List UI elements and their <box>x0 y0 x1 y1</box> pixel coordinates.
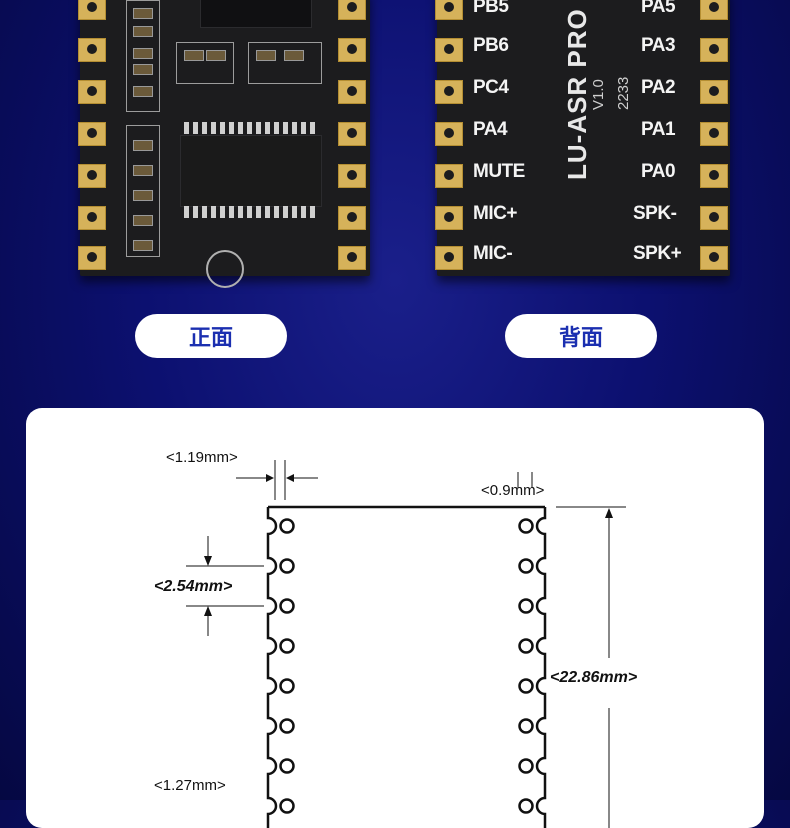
component-outline <box>126 125 160 257</box>
pad <box>78 38 106 62</box>
pad <box>338 164 366 188</box>
pad <box>700 246 728 270</box>
pad <box>435 164 463 188</box>
back-board-photo: PB5 PB6 PC4 PA4 MUTE MIC+ MIC- PA5 PA3 P… <box>435 0 730 276</box>
smd-component <box>256 50 276 61</box>
pad <box>338 38 366 62</box>
module-outline-drawing <box>186 460 626 828</box>
pin-label-left: PB6 <box>473 35 509 56</box>
smd-component <box>133 240 153 251</box>
pad <box>78 0 106 20</box>
board-title: LU-ASR PRO <box>562 8 592 180</box>
pin-label-right: PA0 <box>641 161 676 182</box>
smd-component <box>133 215 153 226</box>
pad <box>338 0 366 20</box>
component-outline <box>248 42 322 84</box>
pad <box>435 246 463 270</box>
pad <box>700 80 728 104</box>
component-outline <box>126 0 160 112</box>
board-mark-circle <box>206 250 244 288</box>
pad <box>435 38 463 62</box>
pin-label-right: PA5 <box>641 0 676 17</box>
smd-component <box>133 165 153 176</box>
front-board-photo <box>78 0 370 288</box>
main-chip <box>180 135 322 207</box>
back-caption: 背面 <box>505 314 657 358</box>
dimension-edge: <1.27mm> <box>154 777 226 794</box>
pad <box>78 122 106 146</box>
pad <box>700 0 728 20</box>
smd-component <box>284 50 304 61</box>
smd-component <box>133 8 153 19</box>
pad <box>78 80 106 104</box>
pad <box>338 246 366 270</box>
pad <box>338 80 366 104</box>
dimension-pad-hole: <0.9mm> <box>481 482 545 499</box>
pad <box>435 0 463 20</box>
smd-component <box>133 86 153 97</box>
pad <box>700 206 728 230</box>
dimension-drawing-card: <1.19mm> <0.9mm> <2.54mm> <22.86mm> <1.2… <box>26 408 764 828</box>
smd-component <box>133 26 153 37</box>
chip-pins-bottom <box>184 206 318 218</box>
pin-label-left: MIC- <box>473 243 513 264</box>
board-marks: 2233 <box>615 76 632 110</box>
pad <box>338 206 366 230</box>
smd-component <box>206 50 226 61</box>
smd-component <box>133 48 153 59</box>
dimension-pitch: <2.54mm> <box>154 578 233 595</box>
smd-component <box>133 140 153 151</box>
component-outline <box>176 42 234 84</box>
pin-label-left: PB5 <box>473 0 509 17</box>
chip-pins-top <box>184 122 318 134</box>
pin-label-right: SPK+ <box>633 243 682 264</box>
pad <box>78 164 106 188</box>
pin-label-right: SPK- <box>633 203 677 224</box>
smd-component <box>133 64 153 75</box>
pad <box>700 122 728 146</box>
pad <box>435 80 463 104</box>
pin-label-left: MUTE <box>473 161 525 182</box>
pin-label-left: MIC+ <box>473 203 517 224</box>
pad <box>78 206 106 230</box>
pad <box>78 246 106 270</box>
pad <box>700 164 728 188</box>
pad <box>435 206 463 230</box>
smd-component <box>184 50 204 61</box>
pin-label-right: PA1 <box>641 119 676 140</box>
smd-component <box>133 190 153 201</box>
pin-label-right: PA3 <box>641 35 676 56</box>
pin-label-left: PA4 <box>473 119 508 140</box>
pad <box>338 122 366 146</box>
board-version: V1.0 <box>590 79 607 110</box>
front-caption: 正面 <box>135 314 287 358</box>
dimension-height: <22.86mm> <box>550 669 638 686</box>
pad <box>435 122 463 146</box>
dimension-pad-width: <1.19mm> <box>166 449 238 466</box>
pad <box>700 38 728 62</box>
top-chip <box>200 0 312 28</box>
pin-label-right: PA2 <box>641 77 676 98</box>
pin-label-left: PC4 <box>473 77 509 98</box>
